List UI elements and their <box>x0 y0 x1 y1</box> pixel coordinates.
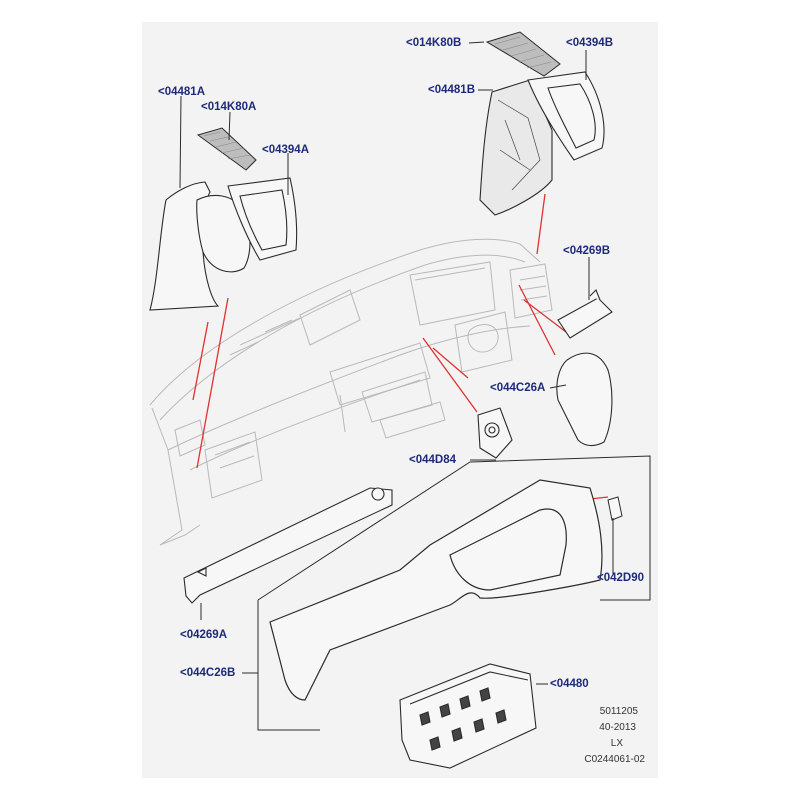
callout-042D90: <042D90 <box>597 572 644 584</box>
callout-044D84: <044D84 <box>409 454 456 466</box>
part-04269B-bracket <box>557 289 613 339</box>
leader-lines <box>192 193 609 500</box>
footer-code-1: 5011205 <box>599 706 638 717</box>
callout-leaders <box>179 41 614 685</box>
footer-drawing-number: C0244061-02 <box>584 754 645 765</box>
part-04481A-end-trim <box>149 181 251 311</box>
part-044D84-switch <box>477 407 513 459</box>
part-014K80B-grille <box>485 31 561 77</box>
callout-04481B: <04481B <box>428 84 475 96</box>
part-042D90-clip <box>607 496 623 521</box>
part-04481B-end-trim <box>479 79 553 216</box>
callout-04480: <04480 <box>550 678 589 690</box>
callout-044C26A: <044C26A <box>490 382 546 394</box>
callout-04481A: <04481A <box>158 86 205 98</box>
part-04394B-vent <box>527 71 605 161</box>
callout-04394A: <04394A <box>262 144 309 156</box>
callout-044C26B: <044C26B <box>180 667 236 679</box>
footer-date: 40-2013 <box>599 722 636 733</box>
part-014K80A-grille <box>196 127 257 171</box>
callout-014K80B: <014K80B <box>406 37 462 49</box>
bracket-outline-044C26B <box>257 455 651 731</box>
part-04394A-vent <box>227 177 298 261</box>
dashboard-ghost <box>149 238 553 546</box>
part-044C26B-lower-panel <box>269 479 603 701</box>
part-04480-airbag-module <box>399 663 537 769</box>
callout-014K80A: <014K80A <box>201 101 257 113</box>
callout-04394B: <04394B <box>566 37 613 49</box>
callout-04269A: <04269A <box>180 629 227 641</box>
part-044C26A-side-panel <box>556 352 613 447</box>
callout-04269B: <04269B <box>563 245 610 257</box>
footer-model: LX <box>610 738 623 749</box>
part-04269A-long-bracket <box>183 487 393 604</box>
